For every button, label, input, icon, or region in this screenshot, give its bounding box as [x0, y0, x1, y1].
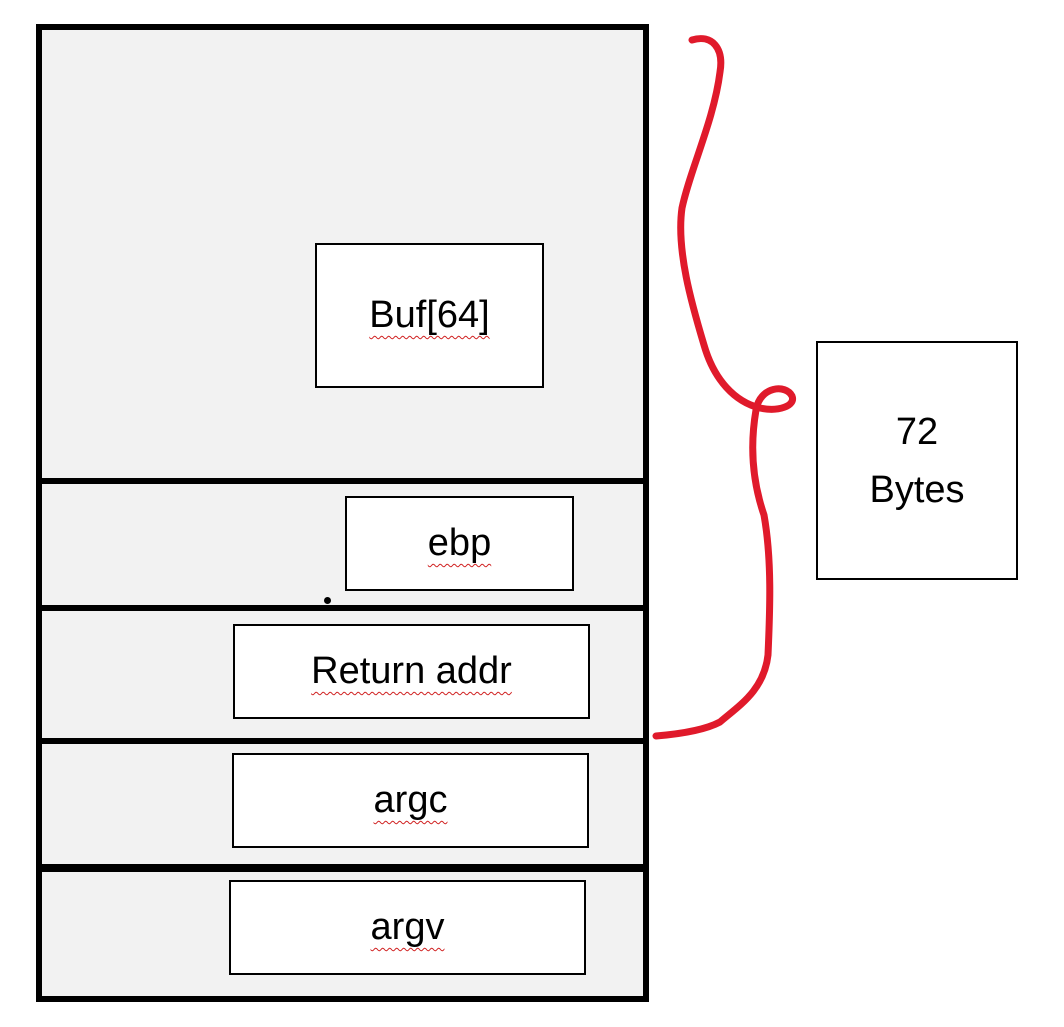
brace-stroke [652, 35, 796, 740]
ebp-label-box: ebp [345, 496, 574, 591]
size-value: 72 [895, 410, 939, 453]
return-addr-label: Return addr [311, 650, 512, 693]
ebp-label: ebp [427, 522, 492, 564]
argc-label-box: argc [232, 753, 589, 848]
argv-label: argv [370, 906, 445, 948]
buf-label: Buf[64] [369, 294, 490, 336]
argv-label-box: argv [229, 880, 586, 975]
return-addr-text: Return addr [311, 650, 512, 692]
stray-dot [324, 597, 331, 604]
size-annotation-box: 72 Bytes [816, 341, 1018, 580]
buf-label-box: Buf[64] [315, 243, 544, 388]
return-addr-label-box: Return addr [233, 624, 590, 719]
argc-label: argc [373, 779, 448, 821]
size-unit: Bytes [869, 468, 965, 511]
